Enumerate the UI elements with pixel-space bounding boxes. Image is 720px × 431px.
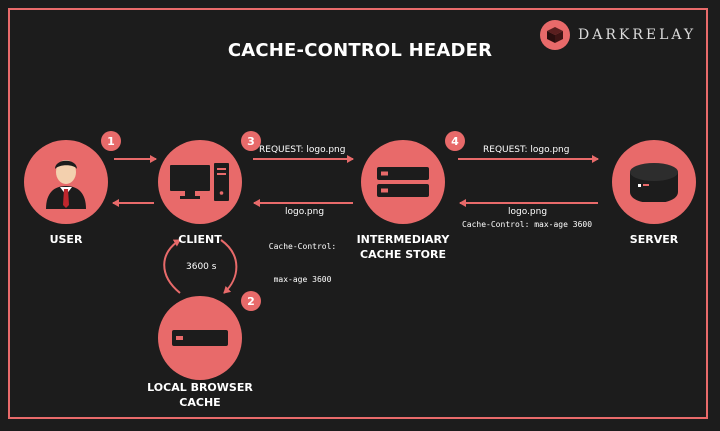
local-browser-cache-node <box>158 296 242 380</box>
brand-logo: DARKRELAY <box>540 20 696 50</box>
request-client-to-cache: REQUEST: logo.png <box>259 145 346 155</box>
client-node <box>158 140 242 224</box>
cube-icon <box>540 20 570 50</box>
local-cache-label-line1: LOCAL BROWSER <box>147 381 253 394</box>
local-browser-cache-label: LOCAL BROWSER CACHE <box>140 380 260 410</box>
brand-name: DARKRELAY <box>578 27 697 43</box>
step-badge-1: 1 <box>101 131 121 151</box>
intermediary-cache-label: INTERMEDIARY CACHE STORE <box>343 232 463 262</box>
intermediary-label-line1: INTERMEDIARY <box>356 233 450 246</box>
local-cache-ttl: 3600 s <box>186 262 217 272</box>
local-cache-label-line2: CACHE <box>179 396 221 409</box>
request-cache-to-server: REQUEST: logo.png <box>483 145 570 155</box>
response-server-file: logo.png <box>508 207 548 217</box>
response-server-header: Cache-Control: max-age 3600 <box>461 220 593 229</box>
user-node <box>24 140 108 224</box>
response-cache-header-line1: Cache-Control: <box>268 242 337 251</box>
server-label: SERVER <box>629 233 679 246</box>
arrow-local-cache-to-client <box>220 239 238 294</box>
server-rack-icon <box>377 167 429 197</box>
user-label: USER <box>49 233 83 246</box>
step-badge-4: 4 <box>445 131 465 151</box>
computer-icon <box>170 163 229 201</box>
server-node <box>612 140 696 224</box>
drive-icon <box>172 330 228 346</box>
response-cache-file: logo.png <box>285 207 325 217</box>
client-label: CLIENT <box>178 233 222 246</box>
intermediary-cache-node <box>361 140 445 224</box>
diagram-frame <box>8 8 708 419</box>
step-badge-2: 2 <box>241 291 261 311</box>
response-cache-header-line2: max-age 3600 <box>273 275 332 284</box>
database-icon <box>630 163 678 202</box>
user-icon <box>46 160 86 209</box>
intermediary-label-line2: CACHE STORE <box>360 248 446 261</box>
step-badge-3: 3 <box>241 131 261 151</box>
diagram-title: CACHE-CONTROL HEADER <box>227 40 493 61</box>
response-cache-header: Cache-Control: max-age 3600 <box>250 219 355 296</box>
arrow-client-to-local-cache <box>163 239 181 294</box>
